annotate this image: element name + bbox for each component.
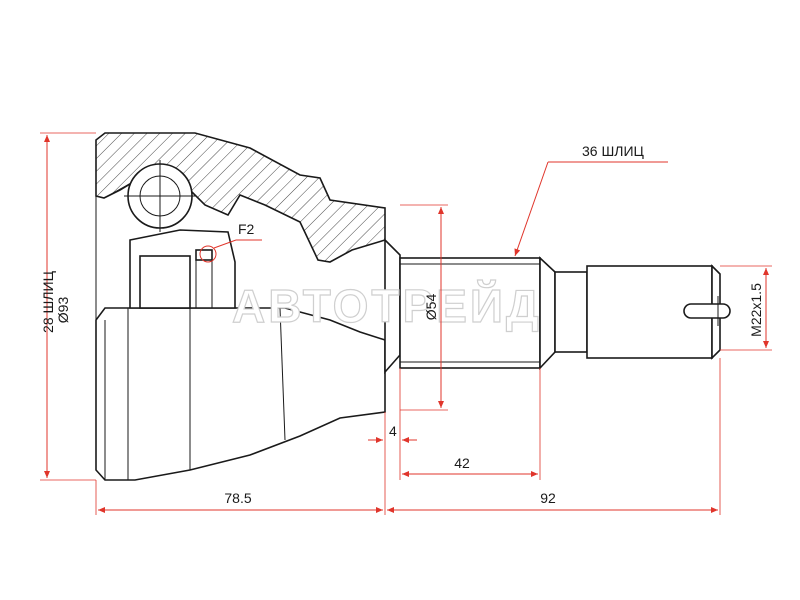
spline-section — [399, 257, 541, 369]
shaft-length-label: 92 — [540, 490, 556, 506]
joint-housing: F2 — [95, 132, 401, 481]
fillet-marker — [199, 245, 217, 263]
spline-length-label: 42 — [454, 455, 470, 471]
shaft-taper — [539, 256, 556, 371]
cage-slot — [195, 249, 213, 261]
body-length-label: 78.5 — [224, 490, 251, 506]
fillet-label: F2 — [238, 221, 255, 237]
watermark: АВТОТРЕЙД — [232, 280, 542, 332]
inner-race-ring — [139, 255, 191, 309]
outer-diameter-label: Ø93 — [55, 297, 71, 324]
collar-width-label: 4 — [389, 423, 397, 439]
dimensions: Ø93 28 ШЛИЦ Ø54 M22x1.5 36 ШЛИЦ 4 42 78.… — [40, 132, 772, 515]
output-shaft — [399, 256, 731, 371]
cotter-pin-hole — [683, 303, 731, 319]
shaft-splines-label: 36 ШЛИЦ — [582, 143, 645, 159]
thread-label: M22x1.5 — [748, 283, 764, 337]
shaft-diameter-label: Ø54 — [423, 294, 439, 321]
housing-lower-body — [95, 307, 386, 481]
outer-splines-text: 28 ШЛИЦ — [40, 271, 56, 333]
shaft-neck — [554, 271, 588, 353]
shaft-splines-leader — [514, 161, 549, 257]
